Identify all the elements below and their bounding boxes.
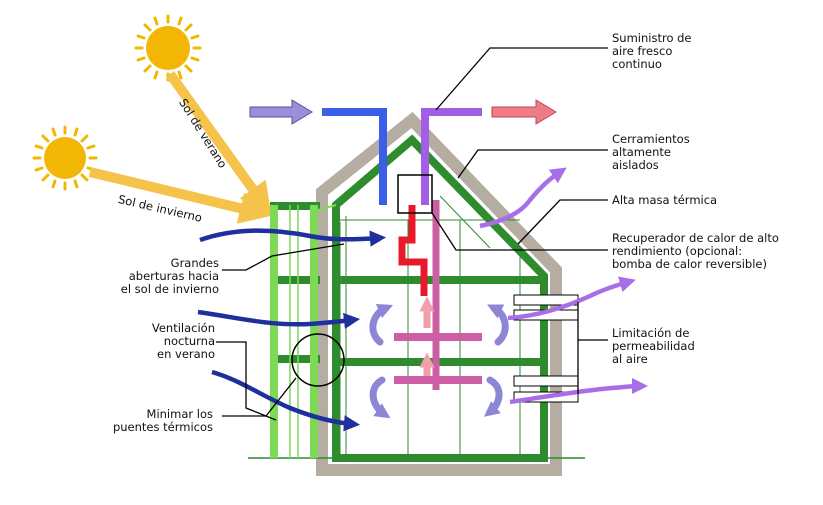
inlet-arrow-icon	[249, 99, 313, 125]
label-night-ventilation: Ventilación nocturna en verano	[151, 321, 215, 361]
label-winter-openings: Grandes aberturas hacia el sol de invier…	[120, 256, 219, 296]
heat-recovery-unit	[397, 174, 433, 214]
label-thermal-mass: Alta masa térmica	[612, 193, 718, 207]
swirl-arrow-icon	[369, 376, 391, 419]
summer-sun-ray	[165, 71, 272, 215]
sun-icon	[134, 14, 202, 82]
outlet-arrow-icon	[491, 99, 557, 125]
sun-icon	[32, 125, 98, 191]
sunspace	[270, 202, 337, 458]
label-thermal-bridges: Minimar los puentes térmicos	[112, 407, 213, 434]
insulation-shell	[316, 111, 562, 476]
swirl-arrow-icon	[369, 303, 394, 346]
leak-arrow-icon	[509, 377, 649, 405]
label-heat-recovery: Recuperador de calor de alto rendimiento…	[612, 231, 779, 271]
leak-arrow-icon	[479, 167, 567, 229]
warm-air-duct	[398, 205, 428, 296]
swirl-arrow-icon	[487, 304, 509, 346]
wind-arrow-icon	[199, 228, 387, 247]
exhaust-air-duct	[421, 108, 482, 205]
swirl-arrow-icon	[483, 376, 503, 417]
label-insulated-envelope: Cerramientos altamente aislados	[612, 132, 690, 172]
winter-sun-ray	[88, 167, 272, 224]
leader-lines	[216, 47, 608, 421]
wind-arrow-icon	[197, 309, 361, 329]
wind-arrow-icon	[211, 369, 361, 432]
label-fresh-air-supply: Suministro de aire fresco continuo	[612, 31, 692, 71]
fresh-air-supply-duct	[322, 108, 387, 205]
leak-arrow-icon	[507, 276, 636, 321]
label-air-permeability: Limitación de permeabilidad al aire	[612, 326, 695, 366]
thermal-bridge-circle	[291, 333, 345, 387]
house-frame	[332, 134, 548, 462]
